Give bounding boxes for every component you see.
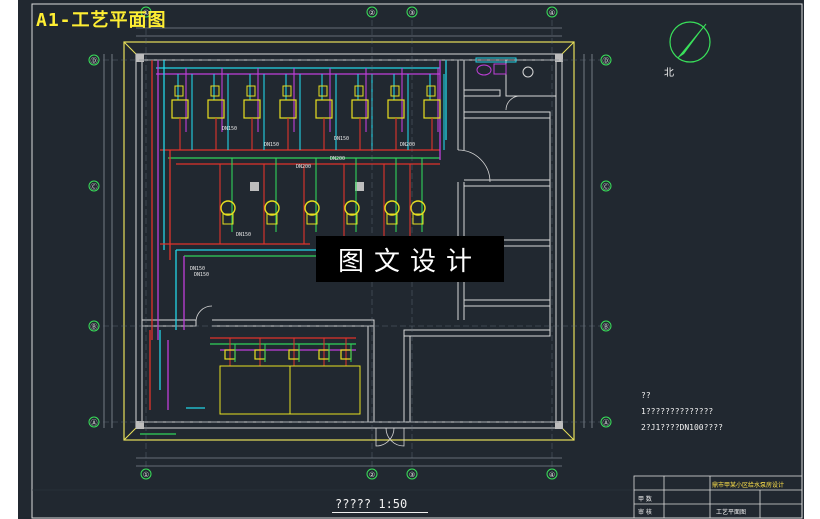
pump-unit xyxy=(409,158,426,244)
title-block xyxy=(633,475,803,519)
axis-bubble xyxy=(406,6,418,18)
pipe-size-label: DN150 xyxy=(190,266,205,272)
axis-label: ④ xyxy=(549,9,555,17)
axis-bubble xyxy=(600,416,612,428)
pipe-size-label: DN200 xyxy=(296,164,311,170)
restroom-fixtures xyxy=(475,57,534,78)
pump-unit xyxy=(243,68,265,150)
axis-bubble xyxy=(366,6,378,18)
axis-label: Ⓒ xyxy=(91,183,98,191)
pipe-size-label: DN150 xyxy=(194,272,209,278)
pipe-network xyxy=(140,60,447,435)
drawing-frame xyxy=(31,3,803,519)
pump-unit xyxy=(224,338,236,366)
drawing-title: A1-工艺平面图 xyxy=(36,10,167,31)
axis-label: Ⓐ xyxy=(91,419,98,427)
axis-bubble xyxy=(546,6,558,18)
pump-unit xyxy=(387,68,409,150)
axis-bubbles: ① ① ② ② ③ ③ ④ ④ Ⓐ Ⓐ Ⓑ Ⓑ Ⓒ Ⓒ Ⓓ Ⓓ xyxy=(88,6,612,480)
axis-label: ① xyxy=(143,9,149,17)
axis-bubble xyxy=(600,180,612,192)
axis-bubble xyxy=(546,468,558,480)
dimension-lines xyxy=(103,27,593,467)
pump-unit xyxy=(207,68,229,150)
left-margin-strip xyxy=(0,0,18,519)
pipe-size-label: DN150 xyxy=(334,136,349,142)
axis-label: Ⓓ xyxy=(91,57,98,65)
title-block-row-1: 甲 数 xyxy=(638,496,652,503)
title-block-sheet: 工艺平面图 xyxy=(716,509,747,516)
pipe-size-label: DN200 xyxy=(400,142,415,148)
right-margin-strip xyxy=(804,0,820,519)
note-heading: ?? xyxy=(641,391,651,400)
pump-unit xyxy=(340,338,352,366)
pump-unit xyxy=(343,158,360,244)
pump-unit xyxy=(318,338,330,366)
axis-label: Ⓒ xyxy=(603,183,610,191)
axis-label: Ⓓ xyxy=(603,57,610,65)
pump-unit xyxy=(383,158,400,244)
axis-bubble xyxy=(366,468,378,480)
axis-bubble xyxy=(88,320,100,332)
pump-unit xyxy=(315,68,337,150)
pipe-size-label: DN150 xyxy=(264,142,279,148)
upper-pump-set xyxy=(171,68,445,150)
axis-bubble xyxy=(600,54,612,66)
pump-unit xyxy=(288,338,300,366)
pump-unit xyxy=(351,68,373,150)
pump-unit xyxy=(254,338,266,366)
axis-bubble xyxy=(140,468,152,480)
scale-label: ????? 1:50 xyxy=(335,497,408,511)
axis-label: Ⓑ xyxy=(91,323,98,331)
pump-unit xyxy=(423,68,445,150)
pipe-size-label: DN200 xyxy=(330,156,345,162)
north-label: 北 xyxy=(664,68,674,79)
building-outline xyxy=(123,41,575,441)
title-block-row-2: 审 核 xyxy=(638,509,652,516)
axis-label: ③ xyxy=(409,9,415,17)
title-block-project: 鼎市甲某小区给水泵房设计 xyxy=(712,482,785,489)
axis-bubble xyxy=(140,6,152,18)
note-line-1: 1?????????????? xyxy=(641,407,714,416)
pipe-size-label: DN150 xyxy=(222,126,237,132)
watermark-banner: 图文设计 xyxy=(316,236,504,282)
axis-bubble xyxy=(600,320,612,332)
north-arrow xyxy=(669,21,711,63)
scale-underline xyxy=(332,512,428,513)
axis-bubble xyxy=(88,416,100,428)
pump-unit xyxy=(171,68,193,150)
note-line-2: 2?J1????DN100???? xyxy=(641,423,723,432)
doors xyxy=(195,95,521,447)
middle-pump-set xyxy=(219,158,426,244)
pump-unit xyxy=(303,158,320,244)
lower-pump-set xyxy=(224,338,352,366)
drawing-notes: ?? 1?????????????? 2?J1????DN100???? xyxy=(641,388,723,436)
axis-label: ② xyxy=(369,9,375,17)
axis-bubble xyxy=(406,468,418,480)
axis-label: Ⓑ xyxy=(603,323,610,331)
pump-unit xyxy=(263,158,280,244)
pump-unit xyxy=(279,68,301,150)
columns xyxy=(136,54,563,429)
water-tanks xyxy=(219,365,361,415)
axis-label: Ⓐ xyxy=(603,419,610,427)
axis-bubble xyxy=(88,180,100,192)
axis-label: ① xyxy=(143,471,149,479)
axis-label: ③ xyxy=(409,471,415,479)
axis-label: ④ xyxy=(549,471,555,479)
pipe-size-label: DN150 xyxy=(236,232,251,238)
pump-unit xyxy=(219,158,236,244)
axis-label: ② xyxy=(369,471,375,479)
axis-bubble xyxy=(88,54,100,66)
